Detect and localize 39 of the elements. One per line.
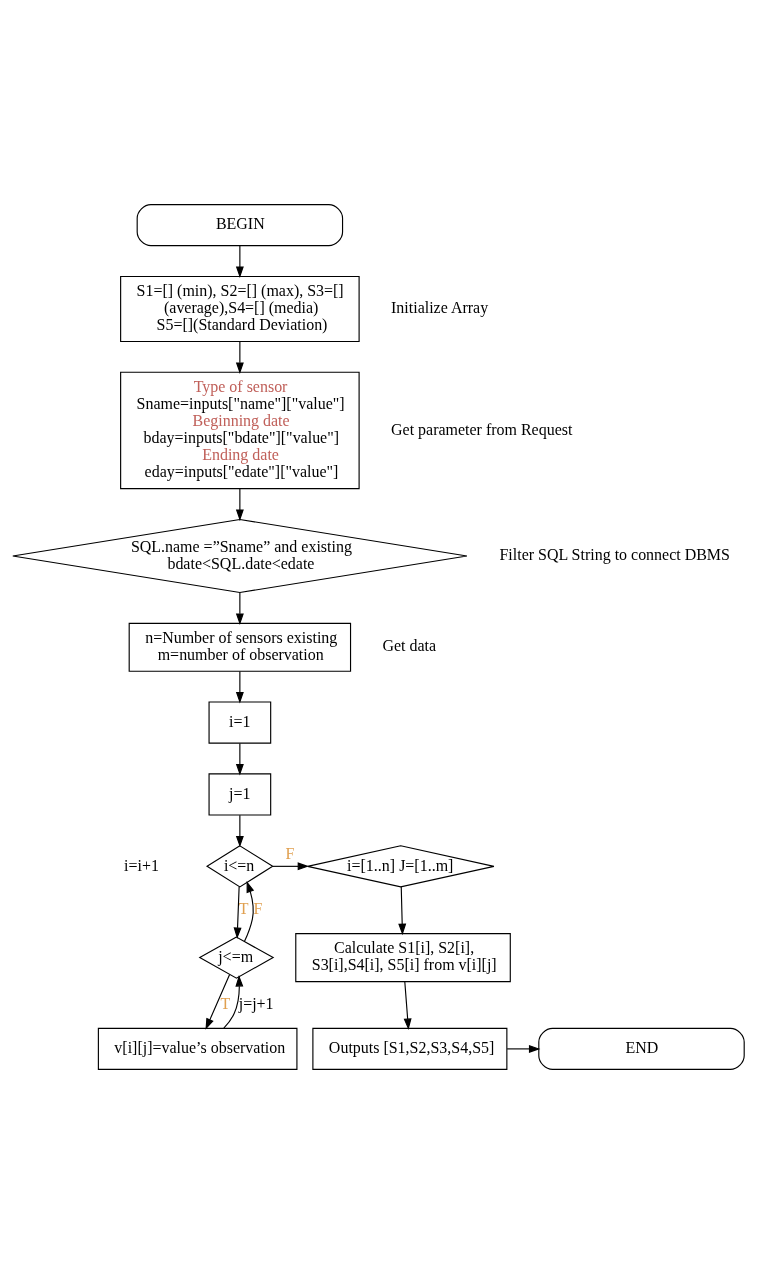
node-box: j=1 [208, 773, 272, 816]
arrow [398, 886, 407, 936]
edge-label: F [285, 844, 295, 862]
edge-label: T [220, 995, 231, 1013]
arrow [235, 592, 244, 625]
node-box: S1=[] (min), S2=[] (max), S3=[] (average),S4=[] (media) S5=[](Standard Deviation) [120, 275, 360, 343]
arrow [235, 742, 244, 776]
node-diamond: SQL.name =”Sname” and existing bdate<SQL.date<edate [12, 518, 468, 594]
arrow [235, 814, 244, 848]
arrow [205, 974, 231, 1030]
arrow [243, 881, 255, 943]
node-box: v[i][j]=value’s observation [97, 1027, 298, 1070]
arrow [235, 341, 244, 374]
node-box: Type of sensor Sname=inputs["name"]["value"] Beginning date bday=inputs["bdate"]["value"] Ending date eday=inputs["edate"]["value"] [120, 371, 360, 490]
label: i=i+1 [124, 856, 159, 874]
arrow [235, 488, 244, 521]
edge-label: T [238, 900, 249, 918]
node-box: i=1 [208, 701, 272, 744]
node-diamond: i<=n [205, 845, 274, 888]
arrow [272, 862, 310, 871]
node-box: Calculate S1[i], S2[i], S3[i],S4[i], S5[i] from v[i][j] [295, 933, 511, 983]
arrow [403, 981, 412, 1030]
node-box: BEGIN [136, 204, 344, 247]
node-label: Get data [382, 637, 437, 655]
node-diamond: i=[1..n] J=[1..m] [307, 845, 495, 888]
arrow [233, 886, 242, 939]
arrow [235, 245, 244, 278]
node-label: Get parameter from Request [391, 420, 573, 438]
node-label: Initialize Array [391, 299, 489, 317]
arrow [235, 670, 244, 704]
arrow [223, 975, 244, 1029]
node-box: Outputs [S1,S2,S3,S4,S5] [312, 1027, 508, 1070]
arrow [506, 1044, 541, 1053]
node-box: END [538, 1027, 745, 1070]
edge-label: j=j+1 [238, 995, 274, 1013]
node-box: n=Number of sensors existing m=number of observation [128, 622, 352, 672]
edge-label: F [253, 900, 263, 918]
node-label: Filter SQL String to connect DBMS [499, 546, 730, 564]
node-diamond: j<=m [198, 936, 275, 979]
